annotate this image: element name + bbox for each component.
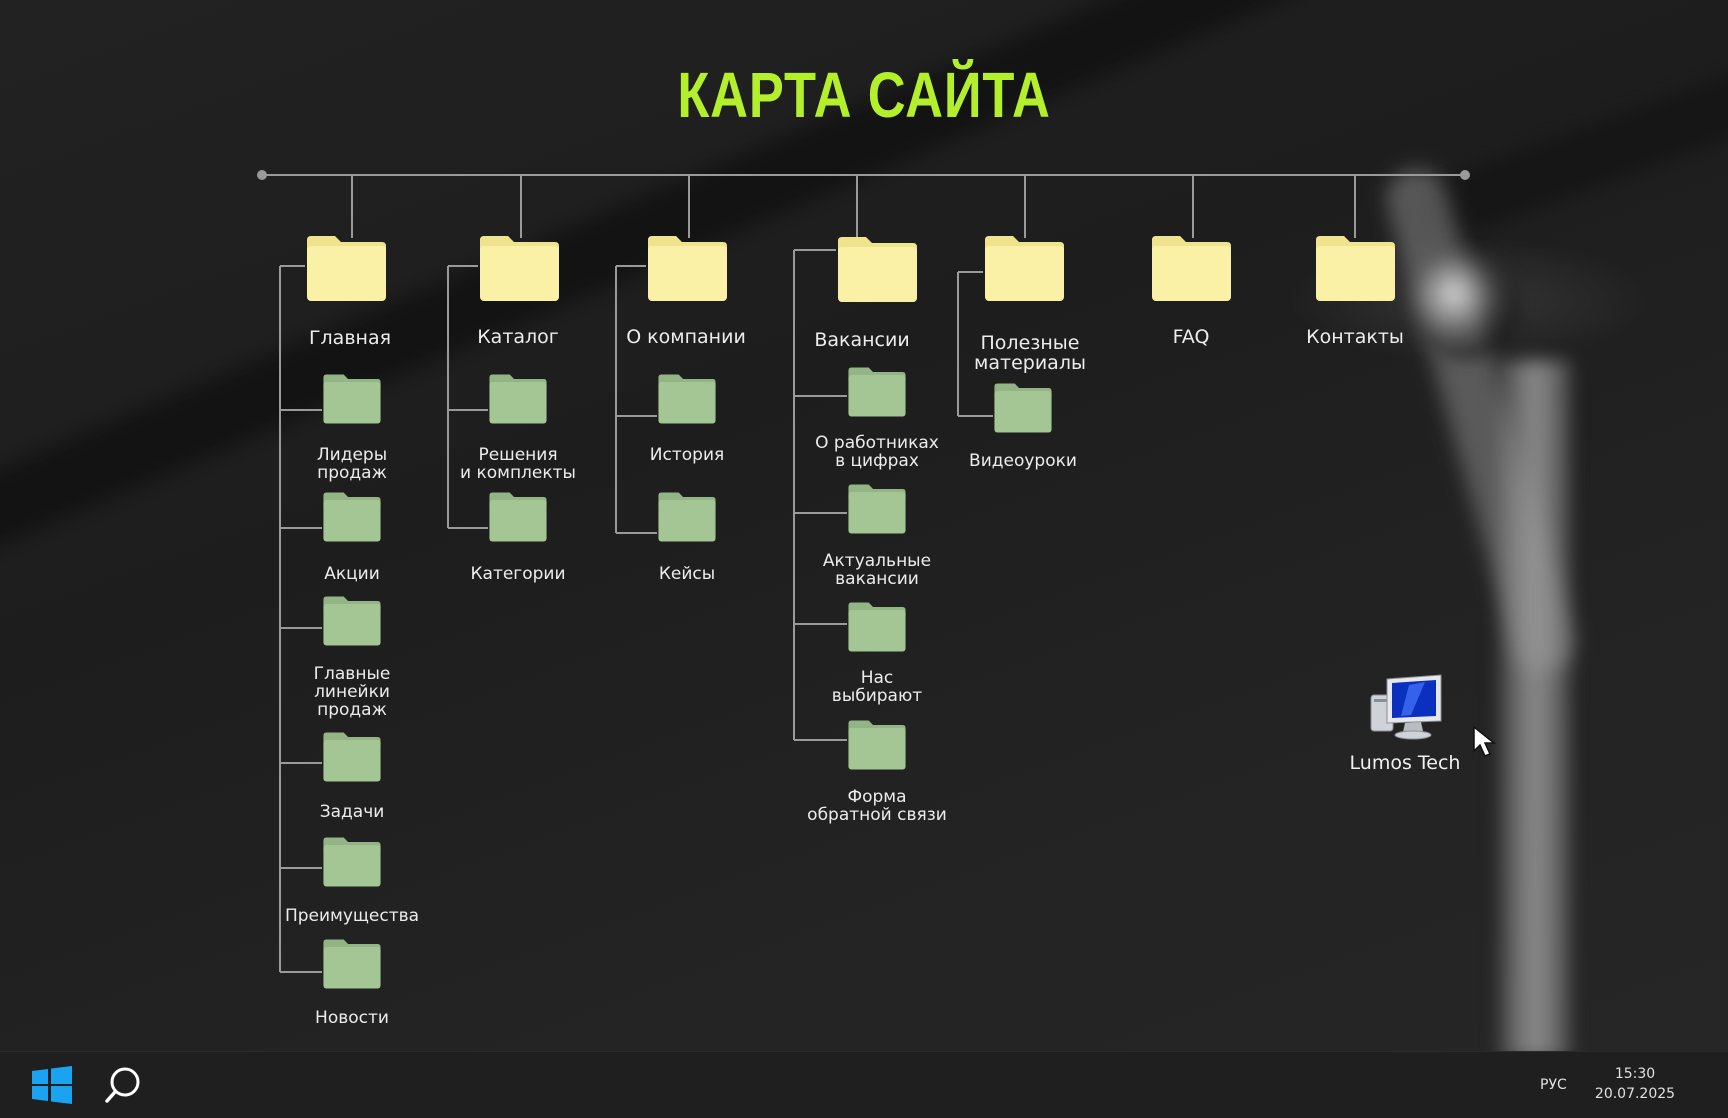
subfolder-icon[interactable]: [993, 382, 1053, 434]
subfolder-label[interactable]: Нас выбирают: [831, 668, 923, 706]
subfolder-label[interactable]: Главные линейки продаж: [313, 664, 391, 720]
subfolder-icon[interactable]: [488, 373, 548, 425]
subfolder-icon[interactable]: [847, 601, 907, 653]
subfolder-label[interactable]: Лидеры продаж: [316, 445, 388, 483]
subfolder-icon[interactable]: [322, 836, 382, 888]
wallpaper-hub: [1410, 250, 1520, 360]
subfolder-label[interactable]: Видеоуроки: [969, 451, 1077, 471]
folder-label[interactable]: Вакансии: [814, 329, 910, 351]
computer-icon[interactable]: [1365, 673, 1445, 745]
subfolder-label[interactable]: Категории: [470, 564, 566, 584]
subfolder-label[interactable]: Акции: [324, 564, 380, 584]
folder-icon[interactable]: [983, 234, 1066, 303]
desktop-icon-label[interactable]: Lumos Tech: [1349, 752, 1461, 774]
folder-icon[interactable]: [836, 235, 919, 304]
page-title: КАРТА САЙТА: [677, 59, 1051, 131]
subfolder-label[interactable]: Решения и комплекты: [460, 445, 576, 483]
subfolder-label[interactable]: Новости: [315, 1008, 389, 1028]
subfolder-icon[interactable]: [657, 373, 717, 425]
folder-label[interactable]: Главная: [308, 327, 392, 349]
subfolder-label[interactable]: История: [649, 445, 725, 465]
mouse-cursor-icon: [1473, 725, 1497, 757]
clock[interactable]: 15:30 20.07.2025: [1592, 1064, 1678, 1104]
subfolder-icon[interactable]: [322, 938, 382, 990]
sitemap-lines: [257, 170, 1470, 973]
subfolder-icon[interactable]: [488, 491, 548, 543]
windows-icon[interactable]: [32, 1066, 72, 1104]
taskbar: [0, 1051, 1728, 1118]
subfolder-label[interactable]: Форма обратной связи: [807, 787, 947, 825]
subfolder-icon[interactable]: [847, 366, 907, 418]
subfolder-label[interactable]: О работниках в цифрах: [815, 433, 939, 471]
folder-icon[interactable]: [305, 234, 388, 303]
folder-icon[interactable]: [1150, 234, 1233, 303]
clock-time: 15:30: [1614, 1066, 1656, 1082]
folder-icon[interactable]: [646, 234, 729, 303]
clock-date: 20.07.2025: [1594, 1086, 1676, 1102]
search-icon[interactable]: [104, 1066, 142, 1104]
subfolder-label[interactable]: Задачи: [319, 802, 385, 822]
subfolder-icon[interactable]: [322, 373, 382, 425]
subfolder-icon[interactable]: [322, 731, 382, 783]
subfolder-label[interactable]: Кейсы: [658, 564, 716, 584]
subfolder-label[interactable]: Актуальные вакансии: [822, 551, 932, 589]
folder-label[interactable]: FAQ: [1172, 326, 1210, 348]
folder-icon[interactable]: [1314, 234, 1397, 303]
subfolder-icon[interactable]: [322, 595, 382, 647]
subfolder-icon[interactable]: [657, 491, 717, 543]
folder-label[interactable]: Контакты: [1306, 326, 1404, 348]
language-indicator[interactable]: РУС: [1540, 1077, 1567, 1093]
subfolder-icon[interactable]: [847, 719, 907, 771]
subfolder-icon[interactable]: [847, 483, 907, 535]
folder-label[interactable]: Каталог: [477, 326, 559, 348]
subfolder-label[interactable]: Преимущества: [284, 906, 420, 926]
desktop: КАРТА САЙТА: [0, 0, 1728, 1051]
folder-label[interactable]: О компании: [626, 326, 746, 348]
folder-label[interactable]: Полезные материалы: [974, 332, 1086, 374]
wallpaper-tower: [1500, 360, 1570, 1051]
folder-icon[interactable]: [478, 234, 561, 303]
subfolder-icon[interactable]: [322, 491, 382, 543]
